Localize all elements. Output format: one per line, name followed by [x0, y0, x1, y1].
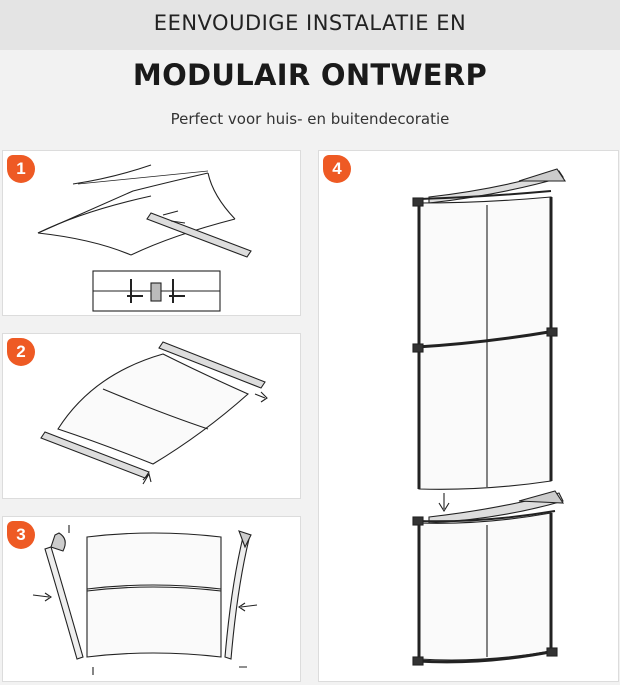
step-1-badge: 1: [7, 155, 35, 183]
step-3-illustration: [32, 525, 258, 675]
step-4-illustration: [412, 168, 567, 666]
step-3-panel: 3: [2, 516, 301, 682]
step-2-panel: 2: [2, 333, 301, 499]
step-4-badge: 4: [323, 155, 351, 183]
step-1-illustration: [37, 164, 252, 312]
header-title: MODULAIR ONTWERP: [132, 58, 488, 92]
step-1-panel: 1: [2, 150, 301, 316]
header-band: [0, 0, 620, 50]
step-4-panel: 4: [318, 150, 619, 682]
step-2-badge: 2: [7, 338, 35, 366]
step-2-illustration: [40, 341, 268, 485]
step-3-badge: 3: [7, 521, 35, 549]
header-tagline: Perfect voor huis- en buitendecoratie: [170, 110, 450, 128]
header-line-1: EENVOUDIGE INSTALATIE EN: [153, 11, 467, 35]
